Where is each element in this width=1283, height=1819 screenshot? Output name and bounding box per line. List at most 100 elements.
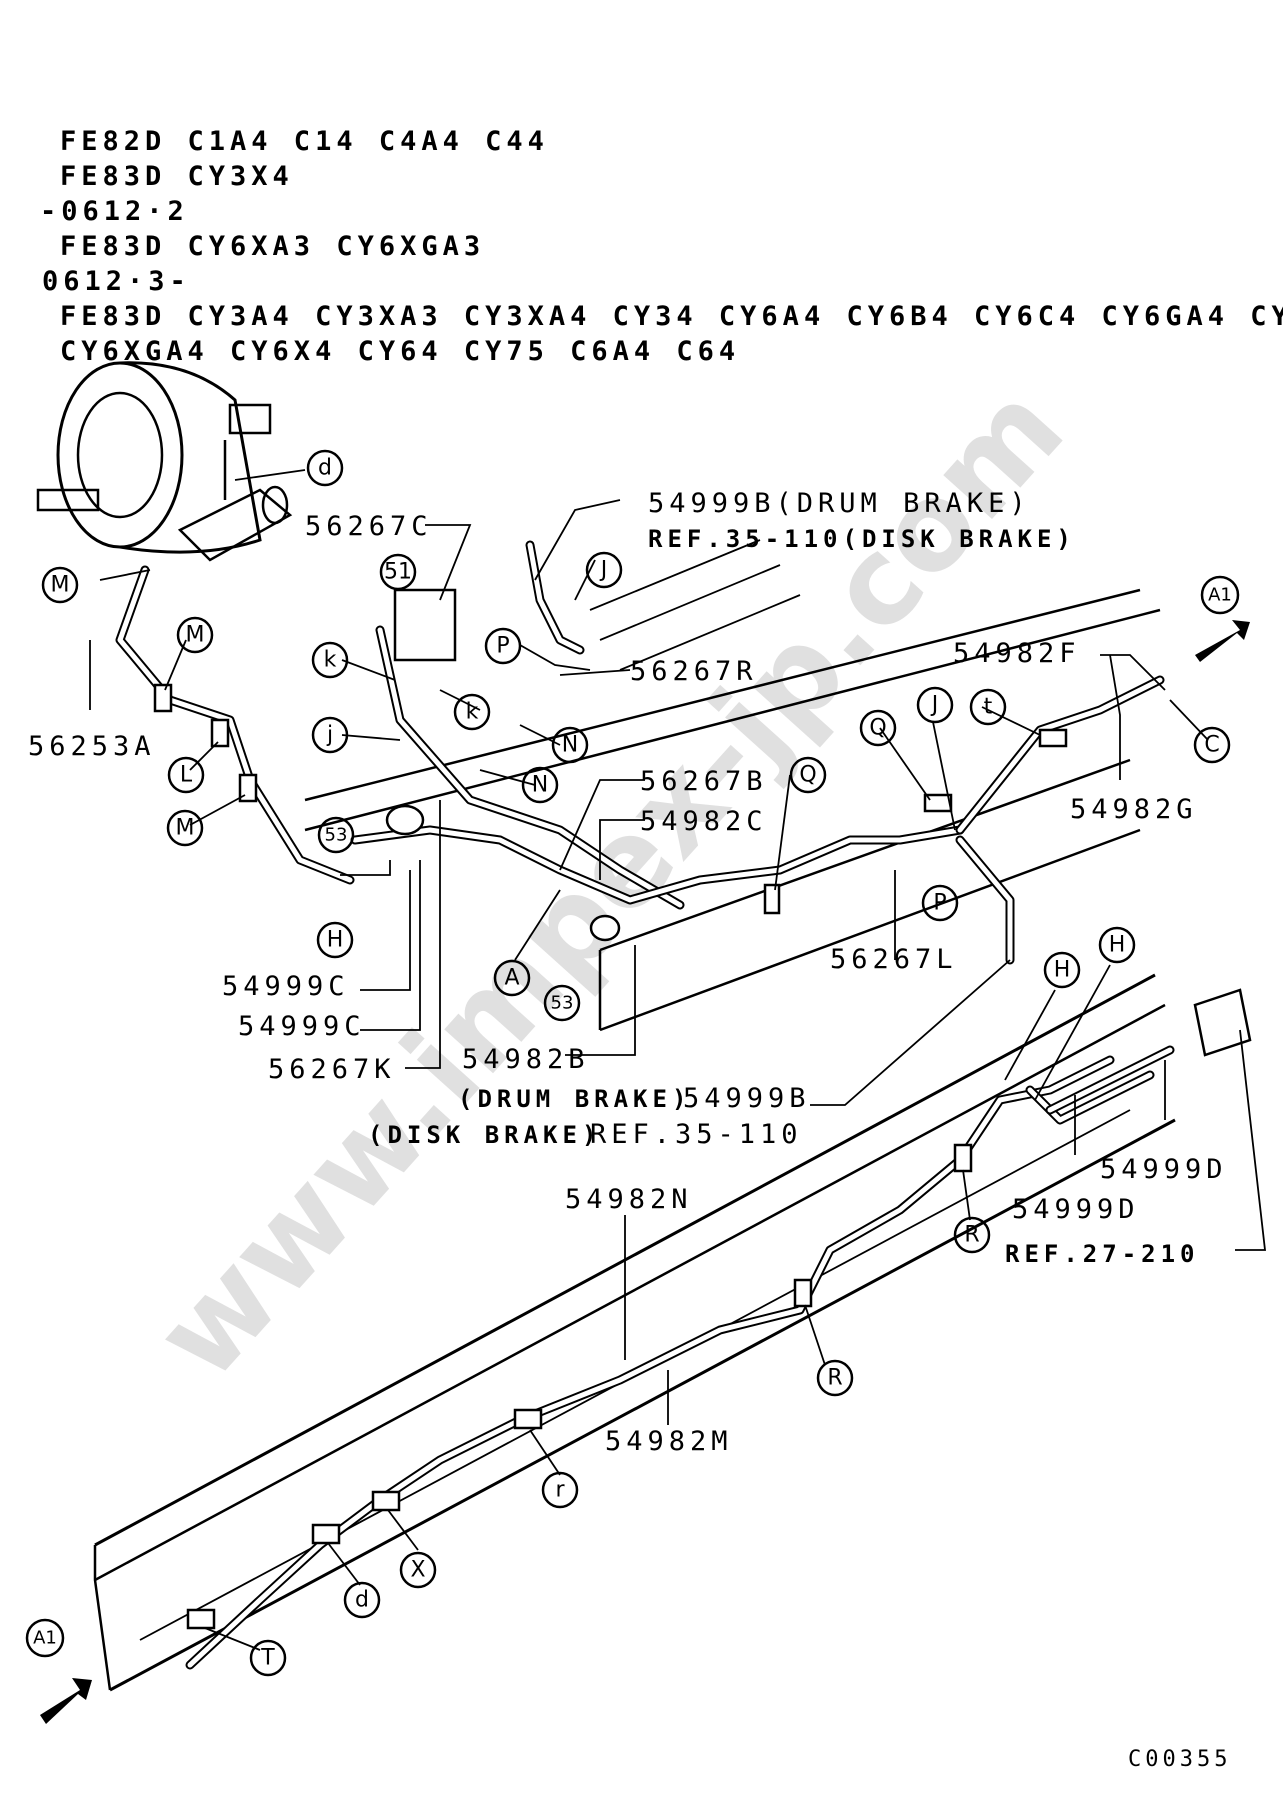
master-cylinder [177, 488, 293, 562]
svg-text:A1: A1 [1208, 585, 1232, 606]
clip-R [953, 1143, 973, 1173]
svg-text:M: M [186, 623, 205, 648]
lower-rail-bottom-edge [109, 1118, 1176, 1692]
callout-53-1: 53 [317, 816, 355, 854]
label-ref-27-210: REF.27-210 [1005, 1240, 1200, 1268]
callout-A1-top: A1 [1200, 575, 1240, 615]
header-line-4: FE83D CY6XA3 CY6XGA3 [60, 231, 485, 262]
bracket-53-2 [589, 914, 621, 942]
label-54999D-2: 54999D [1012, 1194, 1140, 1225]
callout-A: A [493, 959, 531, 997]
callout-Q-1: Q [859, 709, 897, 747]
diagram-code: C00355 [1128, 1747, 1231, 1772]
label-disk-brake-2: (DISK BRAKE) [368, 1121, 601, 1149]
clip-d [311, 1523, 341, 1545]
label-54999D-1: 54999D [1100, 1154, 1228, 1185]
callout-d-bottom: d [343, 1581, 381, 1619]
callout-T: T [249, 1639, 287, 1677]
label-ref-35-110-disk: REF.35-110(DISK BRAKE) [648, 525, 1076, 553]
label-56267R: 56267R [630, 656, 758, 687]
callout-M-2: M [176, 616, 214, 654]
callout-bubbles: d M M L M 51 k k j J P N N Q J t Q C A1 … [25, 449, 1240, 1677]
callout-d-top: d [306, 449, 344, 487]
callout-N-1: N [551, 726, 589, 764]
continuation-arrows [40, 620, 1250, 1724]
header-line-5: 0612·3- [42, 266, 191, 297]
callout-R-2: R [816, 1359, 854, 1397]
svg-text:r: r [555, 1478, 565, 1503]
callout-r: r [541, 1471, 579, 1509]
callout-51: 51 [379, 553, 417, 591]
label-56267K: 56267K [268, 1054, 396, 1085]
brake-booster-assembly [36, 361, 293, 562]
callout-Q-2: Q [789, 756, 827, 794]
svg-text:H: H [327, 928, 344, 953]
svg-text:N: N [562, 733, 578, 758]
callout-j: j [311, 716, 349, 754]
svg-text:A: A [504, 966, 519, 991]
header-line-6: FE83D CY3A4 CY3XA3 CY3XA4 CY34 CY6A4 CY6… [60, 301, 1283, 332]
callout-R-1: R [953, 1216, 991, 1254]
svg-text:X: X [410, 1558, 425, 1583]
svg-text:L: L [180, 763, 193, 788]
callout-A1-bottom: A1 [25, 1618, 65, 1658]
reservoir [228, 403, 272, 435]
clip-Q-2 [923, 793, 953, 813]
label-56267B: 56267B [640, 766, 768, 797]
label-54982B: 54982B [462, 1044, 590, 1075]
clips [153, 588, 1252, 1630]
clip-Q [763, 883, 781, 915]
label-54982N: 54982N [565, 1184, 693, 1215]
svg-text:k: k [466, 700, 479, 725]
model-code-header: FE82D C1A4 C14 C4A4 C44 FE83D CY3X4 -061… [40, 126, 1283, 367]
callout-J-1: J [585, 551, 623, 589]
clip-R-2 [793, 1278, 813, 1308]
svg-text:d: d [355, 1588, 369, 1613]
callout-H-2: H [1043, 951, 1081, 989]
callout-C: C [1193, 726, 1231, 764]
svg-text:53: 53 [325, 825, 348, 846]
upper-rail-hatch-3 [619, 594, 801, 671]
label-56267C: 56267C [305, 511, 433, 542]
booster-housing [56, 361, 184, 549]
callout-X: X [399, 1551, 437, 1589]
label-54999C-2: 54999C [238, 1011, 366, 1042]
master-cylinder-cap [261, 485, 289, 525]
upper-rail-lower-edge [599, 758, 1131, 952]
svg-text:P: P [933, 891, 946, 916]
svg-text:R: R [827, 1366, 842, 1391]
label-54982C: 54982C [640, 806, 768, 837]
svg-text:53: 53 [551, 993, 574, 1014]
arrow-A1-top [1195, 620, 1250, 662]
svg-text:Q: Q [869, 716, 886, 741]
upper-rail-hatch-1 [589, 539, 761, 611]
callout-t: t [969, 688, 1007, 726]
label-drum-brake-2: (DRUM BRAKE) [458, 1085, 691, 1113]
clip-M-2 [238, 773, 258, 803]
clip-t [1038, 728, 1068, 748]
proportioning-valve-51 [393, 588, 457, 662]
svg-text:t: t [984, 695, 993, 720]
callout-N-2: N [521, 766, 559, 804]
svg-text:k: k [324, 648, 337, 673]
svg-text:M: M [176, 816, 195, 841]
svg-text:51: 51 [384, 560, 412, 585]
svg-text:H: H [1109, 933, 1126, 958]
svg-text:M: M [51, 573, 70, 598]
svg-text:H: H [1054, 958, 1071, 983]
label-54999B-drum: 54999B(DRUM BRAKE) [648, 488, 1031, 519]
lower-rail-mid-edge [94, 1003, 1166, 1582]
callout-k-1: k [311, 641, 349, 679]
svg-text:A1: A1 [33, 1628, 57, 1649]
svg-text:R: R [964, 1223, 979, 1248]
leader-lines [89, 469, 1267, 1651]
part-number-labels: 54999B(DRUM BRAKE) REF.35-110(DISK BRAKE… [28, 488, 1228, 1457]
booster-face [76, 391, 164, 519]
callout-P-2: P [921, 884, 959, 922]
svg-text:d: d [318, 456, 332, 481]
upper-rail-edge-2 [304, 608, 1161, 832]
brake-pipes [115, 540, 1175, 1670]
callout-L: L [167, 756, 205, 794]
label-54999C-1: 54999C [222, 971, 350, 1002]
